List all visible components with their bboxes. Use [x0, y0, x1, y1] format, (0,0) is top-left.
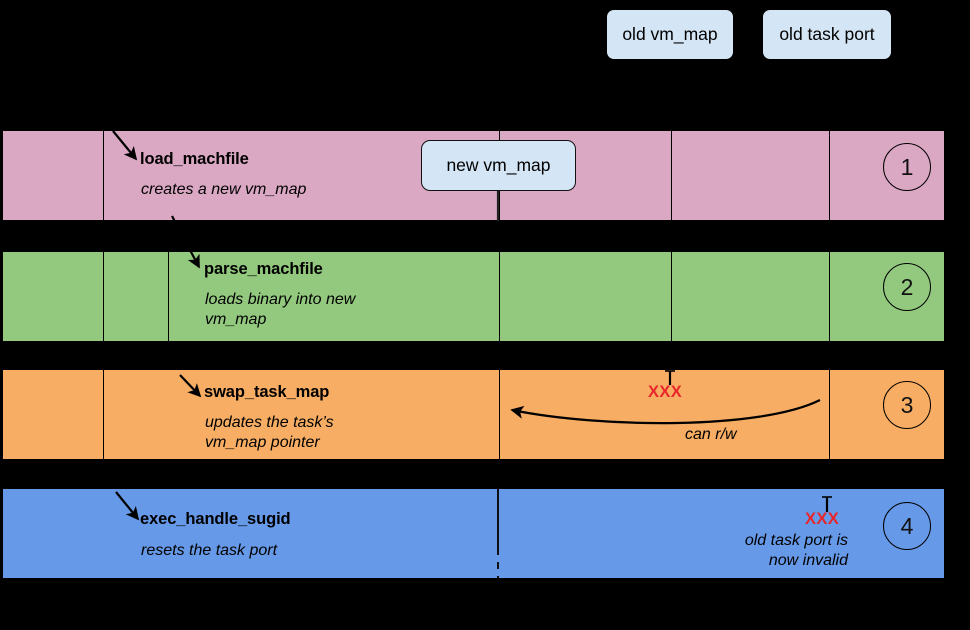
lane-2-divider-4 [671, 252, 672, 341]
lane-1-divider-3 [671, 131, 672, 220]
lane-4-description: resets the task port [141, 542, 278, 559]
lane-swap-task-map [2, 369, 945, 460]
can-rw-label: can r/w [685, 426, 737, 443]
lane-3-divider-1 [103, 370, 104, 459]
lane-2-divider-2 [168, 252, 169, 341]
legend-label-old-task-port: old task port [779, 24, 875, 44]
xxx-marker-lane-4: XXX [805, 510, 840, 528]
lane-1-divider-1 [103, 131, 104, 220]
lane-3-divider-3 [829, 370, 830, 459]
lane-3-description: updates the task’s vm_map pointer [205, 414, 334, 452]
legend-box-old-task-port: old task port [762, 9, 892, 60]
xxx-marker-lane-3: XXX [648, 383, 683, 401]
lane-2-divider-5 [829, 252, 830, 341]
lane-2-description: loads binary into new vm_map [205, 291, 356, 329]
lane-4-step-number: 4 [883, 502, 931, 550]
lane-3-divider-2 [499, 370, 500, 459]
lane-2-divider-3 [499, 252, 500, 341]
lane-4-title: exec_handle_sugid [140, 510, 291, 528]
lane-exec-handle-sugid [2, 488, 945, 579]
old-task-port-invalid-note: old task port is now invalid [744, 532, 848, 570]
lane-1-step-number: 1 [883, 143, 931, 191]
lane-parse-machfile [2, 251, 945, 342]
new-vm-map-label: new vm_map [446, 155, 551, 175]
lane-3-step-number: 3 [883, 381, 931, 429]
new-vm-map-box: new vm_map [421, 140, 576, 191]
lane-3-title: swap_task_map [204, 383, 330, 401]
lane-2-step-number: 2 [883, 263, 931, 311]
lane-1-divider-4 [829, 131, 830, 220]
legend-label-old-vm-map: old vm_map [622, 24, 718, 44]
legend-box-old-vm-map: old vm_map [606, 9, 734, 60]
lane-1-description: creates a new vm_map [141, 181, 307, 198]
lane-1-title: load_machfile [140, 150, 249, 168]
lane-2-title: parse_machfile [204, 260, 323, 278]
lane-2-divider-1 [103, 252, 104, 341]
